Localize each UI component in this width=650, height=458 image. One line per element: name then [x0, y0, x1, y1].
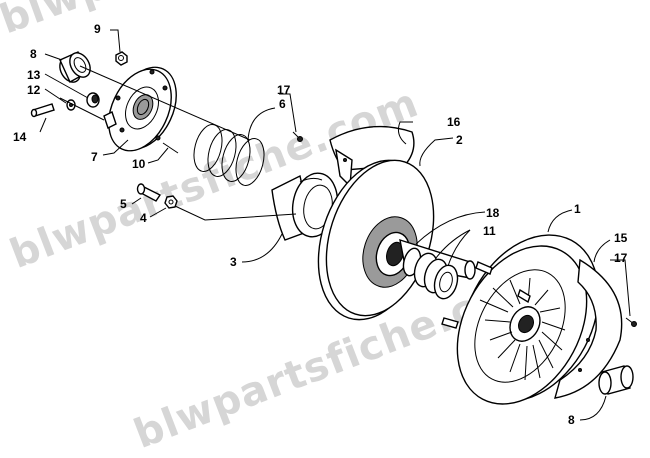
callout-5: 5: [120, 197, 127, 211]
part-13-cap: [86, 92, 100, 108]
part-10-pin: [162, 142, 179, 154]
callout-2: 2: [456, 133, 463, 147]
leader-lines: [39, 29, 631, 421]
part-8-bushing-top: [59, 51, 91, 83]
part-15-back-plate: [554, 258, 623, 399]
callout-14: 14: [13, 130, 27, 144]
part-17-screw-top: [292, 131, 303, 142]
callout-17-top: 17: [277, 83, 291, 97]
part-14-pin: [30, 103, 55, 118]
part-6-spring: [193, 124, 265, 186]
part-1-movable-sheave: [441, 234, 600, 405]
callout-8-top: 8: [30, 47, 37, 61]
callout-17-right: 17: [614, 251, 628, 265]
callout-8-bottom: 8: [568, 413, 575, 427]
exploded-parts-diagram: 8 9 13 12 14 7 10 17 6 16 2 5 4 3 18 11 …: [13, 22, 637, 427]
callout-15: 15: [614, 231, 628, 245]
callout-4: 4: [140, 211, 147, 225]
callout-1: 1: [574, 202, 581, 216]
callout-11: 11: [483, 224, 496, 238]
callout-13: 13: [27, 68, 41, 82]
part-9-nut: [115, 51, 128, 66]
callout-9: 9: [94, 22, 101, 36]
callout-6: 6: [279, 97, 286, 111]
part-5-bolt: [136, 183, 162, 202]
part-17-screw-right: [625, 317, 637, 327]
part-4-nut: [164, 195, 178, 209]
callout-12: 12: [27, 83, 41, 97]
part-7-cover-plate: [103, 66, 177, 152]
callout-7: 7: [91, 150, 98, 164]
callout-labels: 8 9 13 12 14 7 10 17 6 16 2 5 4 3 18 11 …: [13, 22, 628, 427]
callout-18: 18: [486, 206, 500, 220]
part-2-fixed-sheave: [317, 159, 476, 321]
callout-10: 10: [132, 157, 146, 171]
part-11-washers: [413, 252, 459, 300]
callout-16: 16: [447, 115, 461, 129]
callout-3: 3: [230, 255, 237, 269]
part-8-bushing-bottom: [598, 365, 634, 395]
